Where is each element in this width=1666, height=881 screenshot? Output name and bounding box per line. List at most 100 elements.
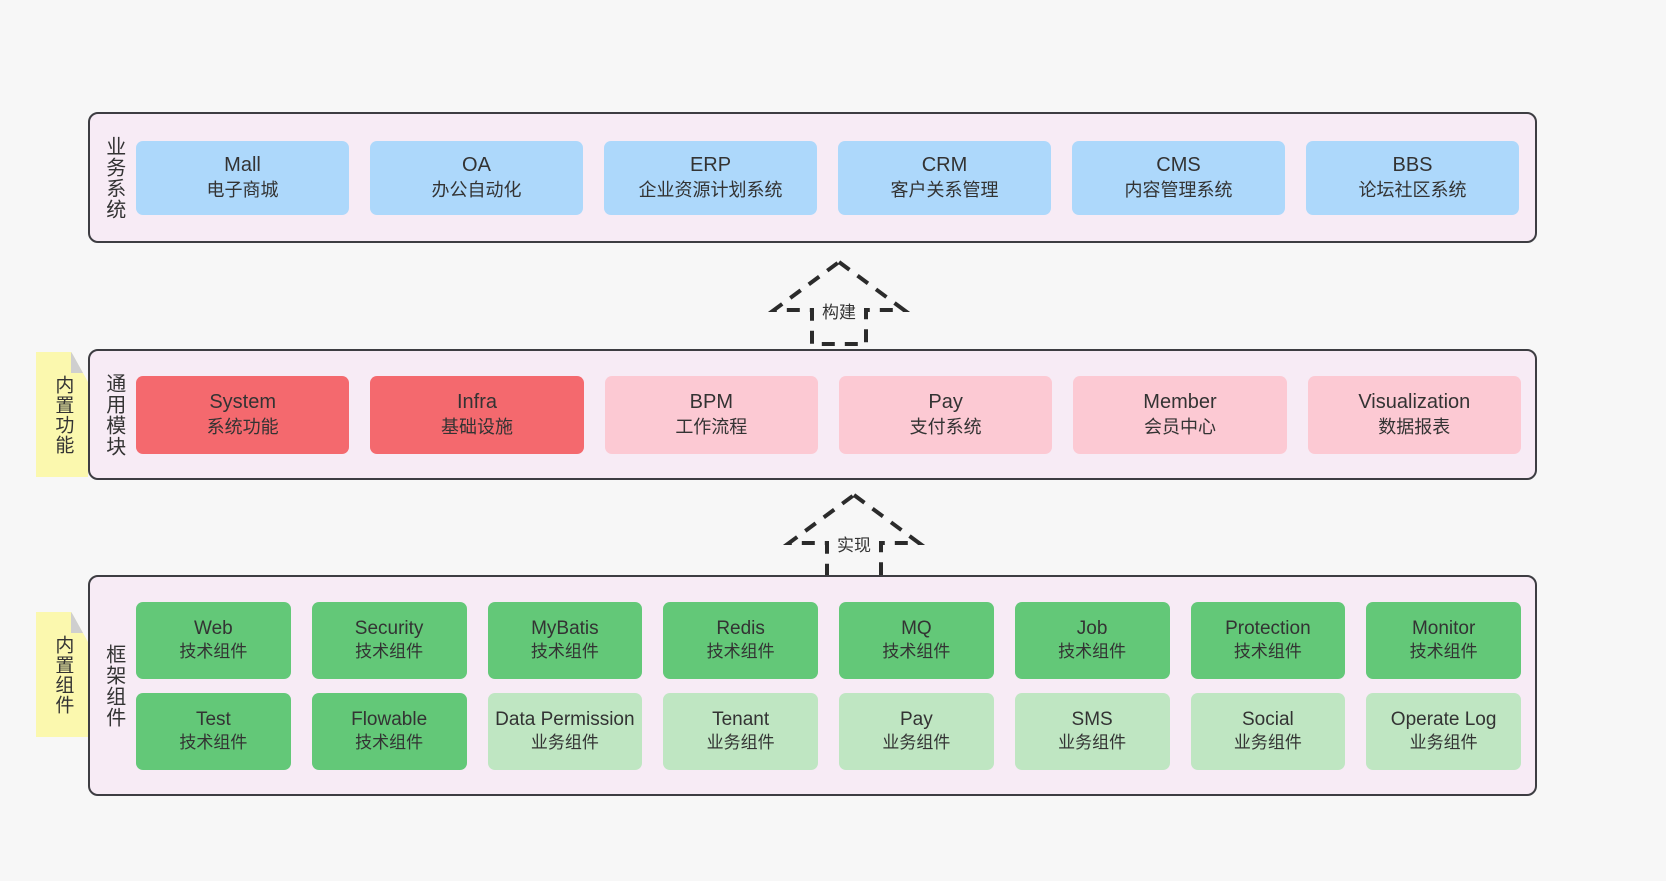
card-title: Social — [1242, 708, 1294, 730]
card-title: Operate Log — [1390, 708, 1497, 730]
card-subtitle: 业务组件 — [882, 733, 951, 753]
card-tenant[interactable]: Tenant 业务组件 — [663, 692, 818, 770]
card-row: Test 技术组件 Flowable 技术组件 Data Permission … — [136, 692, 1521, 770]
sticky-note-builtin-components: 内置组件 — [36, 612, 88, 737]
card-visualization[interactable]: Visualization 数据报表 — [1307, 375, 1521, 454]
card-flowable[interactable]: Flowable 技术组件 — [311, 692, 467, 770]
layer-business-systems: 业务系统 Mall 电子商城 OA 办公自动化 ERP 企业资源计划系统 CRM… — [88, 112, 1537, 243]
card-subtitle: 业务组件 — [1409, 733, 1478, 753]
card-title: Infra — [456, 391, 497, 414]
card-subtitle: 数据报表 — [1378, 416, 1451, 437]
card-system[interactable]: System 系统功能 — [136, 375, 350, 454]
card-title: BBS — [1392, 154, 1433, 177]
card-title: Monitor — [1411, 617, 1476, 639]
card-mq[interactable]: MQ 技术组件 — [839, 601, 994, 679]
card-cms[interactable]: CMS 内容管理系统 — [1072, 140, 1285, 215]
card-title: Data Permission — [495, 708, 635, 730]
card-redis[interactable]: Redis 技术组件 — [663, 601, 818, 679]
sticky-note-label: 内置组件 — [52, 634, 74, 715]
card-pay[interactable]: Pay 支付系统 — [838, 375, 1053, 454]
card-subtitle: 技术组件 — [1233, 642, 1302, 662]
card-subtitle: 论坛社区系统 — [1358, 179, 1467, 200]
card-security[interactable]: Security 技术组件 — [311, 601, 467, 679]
card-title: Redis — [716, 617, 765, 639]
card-subtitle: 办公自动化 — [431, 179, 522, 200]
card-subtitle: 技术组件 — [706, 642, 775, 662]
card-subtitle: 企业资源计划系统 — [638, 179, 783, 200]
card-title: SMS — [1071, 708, 1113, 730]
card-operate-log[interactable]: Operate Log 业务组件 — [1366, 692, 1521, 770]
card-title: Pay — [900, 708, 933, 730]
card-subtitle: 技术组件 — [179, 642, 248, 662]
card-title: Tenant — [712, 708, 770, 730]
layer-body-common: System 系统功能 Infra 基础设施 BPM 工作流程 Pay 支付系统… — [136, 351, 1535, 478]
card-infra[interactable]: Infra 基础设施 — [370, 375, 584, 454]
card-subtitle: 技术组件 — [530, 642, 599, 662]
sticky-note-builtin-features: 内置功能 — [36, 352, 88, 477]
card-title: Web — [194, 617, 233, 639]
card-subtitle: 支付系统 — [909, 416, 982, 437]
layer-common-modules: 通用模块 System 系统功能 Infra 基础设施 BPM 工作流程 Pay… — [88, 349, 1537, 480]
card-test[interactable]: Test 技术组件 — [136, 692, 291, 770]
card-subtitle: 电子商城 — [206, 179, 279, 200]
card-protection[interactable]: Protection 技术组件 — [1190, 601, 1346, 679]
page-fold-icon — [71, 612, 88, 633]
card-title: MQ — [901, 617, 932, 639]
card-title: Test — [195, 708, 231, 730]
card-web[interactable]: Web 技术组件 — [136, 601, 291, 679]
card-subtitle: 业务组件 — [706, 733, 775, 753]
card-social[interactable]: Social 业务组件 — [1190, 692, 1346, 770]
card-subtitle: 基础设施 — [440, 416, 513, 437]
sticky-note-label: 内置功能 — [52, 374, 74, 455]
card-title: ERP — [689, 154, 732, 177]
layer-body-business: Mall 电子商城 OA 办公自动化 ERP 企业资源计划系统 CRM 客户关系… — [136, 114, 1535, 241]
card-subtitle: 内容管理系统 — [1124, 179, 1233, 200]
card-bpm[interactable]: BPM 工作流程 — [604, 375, 818, 454]
page-fold-icon — [71, 352, 88, 373]
card-bbs[interactable]: BBS 论坛社区系统 — [1306, 140, 1519, 215]
layer-body-framework: Web 技术组件 Security 技术组件 MyBatis 技术组件 Redi… — [136, 577, 1535, 794]
card-title: Mall — [224, 154, 261, 177]
card-oa[interactable]: OA 办公自动化 — [370, 140, 583, 215]
card-row: Web 技术组件 Security 技术组件 MyBatis 技术组件 Redi… — [136, 601, 1521, 679]
card-subtitle: 技术组件 — [179, 733, 248, 753]
card-title: OA — [462, 154, 491, 177]
card-subtitle: 客户关系管理 — [890, 179, 999, 200]
card-member[interactable]: Member 会员中心 — [1073, 375, 1287, 454]
connector-build-arrow: 构建 — [754, 256, 924, 348]
card-mybatis[interactable]: MyBatis 技术组件 — [487, 601, 643, 679]
card-title: Security — [354, 617, 424, 639]
card-title: Job — [1076, 617, 1108, 639]
card-data-permission[interactable]: Data Permission 业务组件 — [487, 692, 643, 770]
card-subtitle: 技术组件 — [882, 642, 951, 662]
card-title: Pay — [928, 391, 963, 414]
card-row: Mall 电子商城 OA 办公自动化 ERP 企业资源计划系统 CRM 客户关系… — [136, 140, 1519, 215]
card-subtitle: 业务组件 — [1058, 733, 1127, 753]
card-sms[interactable]: SMS 业务组件 — [1014, 692, 1170, 770]
connector-label-build: 构建 — [822, 303, 856, 322]
card-erp[interactable]: ERP 企业资源计划系统 — [604, 140, 817, 215]
card-title: MyBatis — [531, 617, 599, 639]
card-row: System 系统功能 Infra 基础设施 BPM 工作流程 Pay 支付系统… — [136, 375, 1521, 454]
card-subtitle: 技术组件 — [1409, 642, 1478, 662]
card-subtitle: 技术组件 — [355, 733, 424, 753]
card-job[interactable]: Job 技术组件 — [1014, 601, 1170, 679]
card-subtitle: 技术组件 — [355, 642, 424, 662]
card-subtitle: 工作流程 — [675, 416, 748, 437]
card-crm[interactable]: CRM 客户关系管理 — [838, 140, 1051, 215]
layer-label-framework: 框架组件 — [102, 643, 125, 728]
card-subtitle: 业务组件 — [530, 733, 599, 753]
card-title: CMS — [1156, 154, 1201, 177]
card-title: Member — [1143, 391, 1217, 414]
connector-realize-arrow: 实现 — [769, 489, 939, 581]
card-monitor[interactable]: Monitor 技术组件 — [1366, 601, 1521, 679]
card-subtitle: 业务组件 — [1233, 733, 1302, 753]
layer-label-business: 业务系统 — [102, 135, 125, 220]
card-mall[interactable]: Mall 电子商城 — [136, 140, 349, 215]
card-title: BPM — [689, 391, 733, 414]
card-subtitle: 技术组件 — [1058, 642, 1127, 662]
layer-framework-components: 框架组件 Web 技术组件 Security 技术组件 MyBatis 技术组件… — [88, 575, 1537, 796]
card-pay-component[interactable]: Pay 业务组件 — [839, 692, 994, 770]
connector-label-realize: 实现 — [837, 536, 871, 555]
